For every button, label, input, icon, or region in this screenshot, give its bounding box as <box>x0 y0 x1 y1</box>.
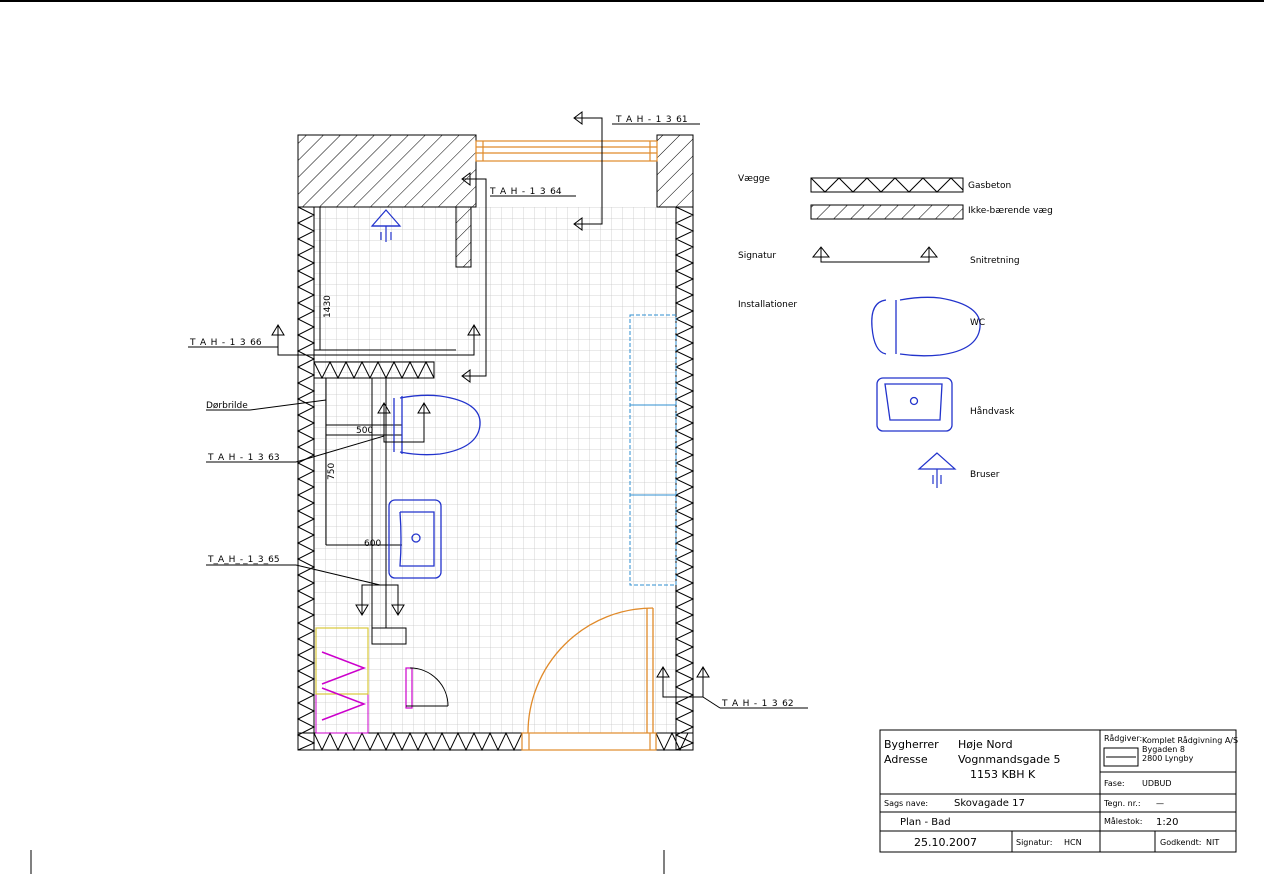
basin-icon <box>388 499 442 579</box>
window-top <box>475 140 658 162</box>
storage-cabinet <box>629 314 677 586</box>
section-label-64: T_A_H_-_1_3_64 <box>489 187 562 197</box>
tb-address-line2: 1153 KBH K <box>970 768 1036 781</box>
tb-architect-street: Bygaden 8 <box>1142 745 1185 754</box>
door-threshold <box>521 732 657 751</box>
section-marker-66 <box>188 324 481 356</box>
tb-signature-value: HCN <box>1064 838 1082 847</box>
tile-floor <box>314 207 676 733</box>
legend-signature-label: Signatur <box>738 251 776 261</box>
tb-drawing-no-value: — <box>1156 799 1164 808</box>
tb-scale-value: 1:20 <box>1156 817 1178 828</box>
section-marker-65 <box>206 564 405 616</box>
tb-phase-value: UDBUD <box>1142 779 1172 788</box>
wall-top-left <box>297 134 477 208</box>
dimension-500: 500 <box>356 426 373 436</box>
section-label-62: T_A_H_-_1_3_62 <box>721 699 794 709</box>
dimension-1430: 1430 <box>323 295 333 318</box>
tb-scale-label: Målestok: <box>1104 816 1142 826</box>
tb-architect-label: Rådgiver: <box>1104 733 1142 743</box>
legend-section-line-label: Snitretning <box>970 256 1020 266</box>
wc-icon <box>393 394 481 456</box>
tb-signature-label: Signatur: <box>1016 838 1052 847</box>
legend-wc-label: WC <box>970 318 985 328</box>
legend-shower-label: Bruser <box>970 470 1000 480</box>
dimension-600: 600 <box>364 539 381 549</box>
shower-icon <box>370 209 402 242</box>
legend-basin-label: Håndvask <box>970 406 1015 417</box>
tb-owner-value: Høje Nord <box>958 738 1013 751</box>
section-label-63: T_A_H_-_1_3_63 <box>207 453 280 463</box>
section-marker-62 <box>656 666 808 709</box>
section-label-66: T_A_H_-_1_3_66 <box>189 338 262 348</box>
legend-installations-label: Installationer <box>738 300 797 310</box>
legend-wall-type-2: Ikke-bærende væg <box>968 206 1053 216</box>
tb-architect-city: 2800 Lyngby <box>1142 754 1194 763</box>
section-label-65: T_A_H_-_1_3_65 <box>207 555 280 565</box>
door-swing <box>527 607 654 734</box>
section-marker-63 <box>206 402 431 463</box>
leader-line <box>206 399 327 411</box>
title-block <box>879 729 1237 853</box>
outer-walls <box>296 206 695 752</box>
leader-label: Dørbrilde <box>206 401 248 411</box>
tb-checked-label: Godkendt: <box>1160 838 1201 847</box>
section-marker-61 <box>573 111 700 231</box>
legend-wc-icon <box>871 296 981 357</box>
legend-shower-icon <box>917 452 957 488</box>
tb-project-label: Sags nave: <box>884 799 928 808</box>
tb-plan-title: Plan - Bad <box>900 817 951 828</box>
legend-wall-swatch-2 <box>810 204 964 220</box>
legend-walls-label: Vægge <box>738 174 770 184</box>
tb-date-value: 25.10.2007 <box>914 836 977 849</box>
tb-owner-label: Bygherrer <box>884 738 939 751</box>
tb-address-label: Adresse <box>884 753 928 766</box>
legend-wall-swatch-1 <box>810 177 964 193</box>
tb-project-value: Skovagade 17 <box>954 798 1025 809</box>
washing-machine <box>315 627 449 734</box>
tb-checked-value: NIT <box>1206 838 1219 847</box>
wall-top-right <box>656 134 694 208</box>
tb-architect-name: Komplet Rådgivning A/S <box>1142 735 1238 745</box>
tb-phase-label: Fase: <box>1104 779 1125 788</box>
legend-section-line <box>811 246 939 263</box>
tb-address-line1: Vognmandsgade 5 <box>958 753 1060 766</box>
section-label-61: T_A_H_-_1_3_61 <box>615 115 688 125</box>
dimension-750: 750 <box>327 463 337 480</box>
legend-basin-icon <box>876 377 953 432</box>
legend-wall-type-1: Gasbeton <box>968 181 1011 191</box>
tb-drawing-no-label: Tegn. nr.: <box>1103 799 1141 808</box>
section-marker-64 <box>461 172 576 383</box>
